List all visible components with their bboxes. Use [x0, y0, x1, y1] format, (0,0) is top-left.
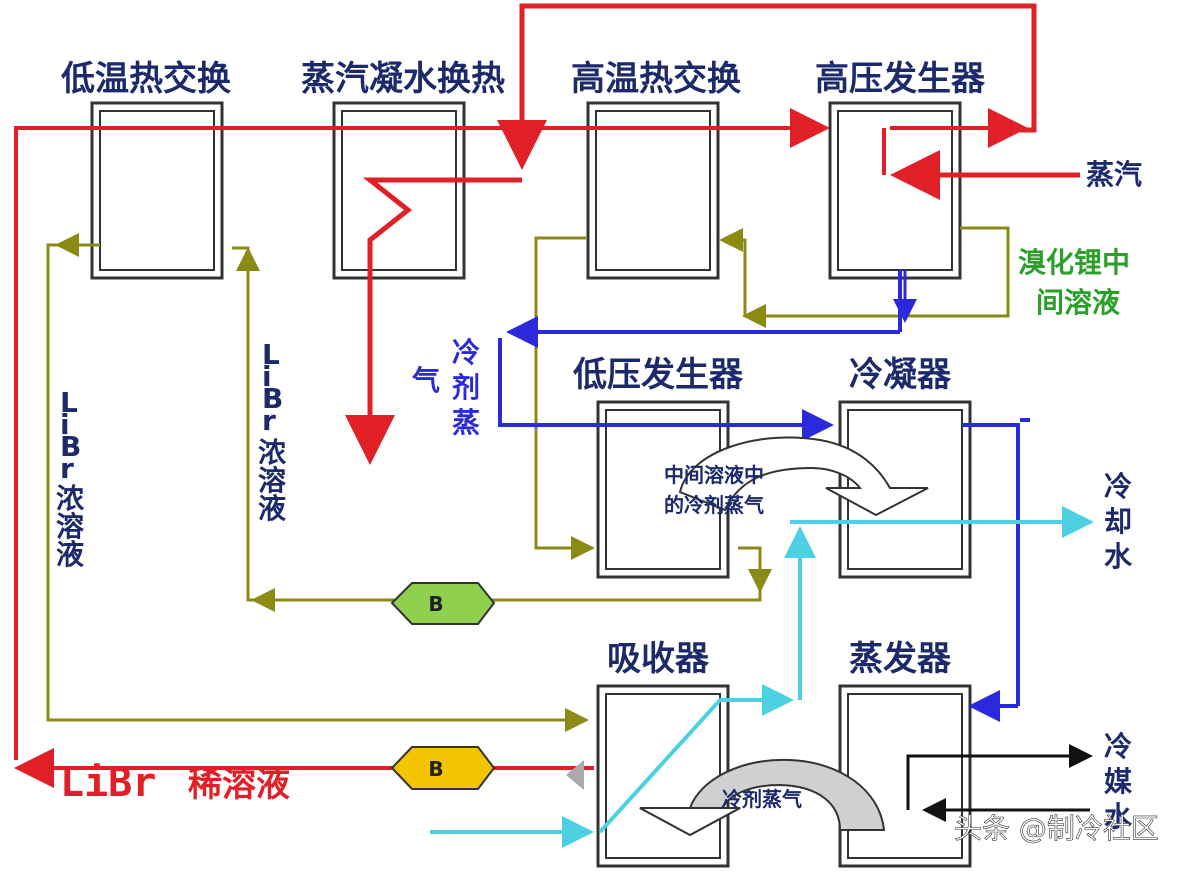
label-ref-vapor-2: 剂: [452, 371, 480, 404]
chilled-water-lines: [906, 744, 1093, 822]
label-libr-dilute-cjk: 稀溶液: [188, 765, 290, 805]
label-evaporator: 蒸发器: [849, 639, 952, 679]
box-low-temp-hx: [90, 101, 224, 280]
pump-top-label: B: [428, 592, 443, 616]
label-chilled-water-3: 水: [1104, 800, 1133, 833]
label-intermediate-2: 间溶液: [1036, 286, 1120, 319]
label-cooling-water-2: 却: [1104, 505, 1132, 538]
steam-lines: [14, 3, 1080, 788]
label-condensate-hx: 蒸汽凝水换热: [301, 59, 505, 99]
libr-left-3: r: [60, 452, 74, 485]
label-libr-dilute-latin: LiBr: [60, 760, 156, 806]
label-absorber: 吸收器: [607, 639, 710, 679]
label-libr-conc-left: L i B r 浓 溶 液: [56, 386, 85, 571]
box-evaporator: [838, 684, 972, 868]
libr-right-4: 浓: [258, 436, 287, 469]
label-low-pressure-gen: 低压发生器: [573, 355, 744, 395]
label-cooling-water-3: 水: [1104, 540, 1133, 573]
label-chilled-water-1: 冷: [1104, 730, 1132, 763]
libr-left-6: 液: [56, 538, 84, 571]
label-steam: 蒸汽: [1086, 158, 1142, 191]
label-high-temp-hx: 高温热交换: [571, 59, 741, 99]
libr-left-1: i: [60, 408, 70, 441]
box-high-temp-hx: [586, 101, 720, 280]
steam-loop: [519, 3, 1037, 160]
red-top-pipe: [14, 108, 830, 760]
pump-bottom: B: [390, 746, 496, 790]
grey-triangle-marker: [566, 760, 584, 790]
watermark: 头条 @制冷社区: [954, 812, 1159, 845]
label-ref-vapor-absorber: 冷剂蒸气: [722, 787, 802, 811]
libr-left-5: 溶: [56, 510, 84, 543]
label-vapor-in-intermediate-1: 中间溶液中: [664, 463, 764, 487]
libr-right-1: i: [262, 360, 272, 393]
libr-left-4: 浓: [56, 482, 85, 515]
box-condensate-hx: [332, 101, 466, 280]
libr-left-0: L: [60, 386, 78, 419]
label-ref-vapor-1: 冷: [452, 336, 480, 369]
label-ref-vapor-qi: 气: [411, 364, 440, 397]
libr-right-0: L: [262, 338, 280, 371]
refrigerant-lines: [498, 270, 1030, 722]
label-chilled-water-2: 媒: [1104, 765, 1133, 798]
label-vapor-in-intermediate-2: 的冷剂蒸气: [664, 493, 764, 517]
solution-lines: [46, 226, 1010, 732]
pump-top: B: [390, 582, 496, 625]
pump-bottom-label: B: [428, 757, 443, 781]
cooling-water-lines: [430, 506, 1094, 848]
label-low-temp-hx: 低温热交换: [61, 59, 231, 99]
libr-right-3: r: [262, 404, 276, 437]
label-high-pressure-gen: 高压发生器: [815, 59, 986, 99]
label-intermediate-1: 溴化锂中: [1018, 246, 1130, 279]
libr-right-6: 液: [258, 492, 286, 525]
label-libr-conc-right: L i B r 浓 溶 液: [258, 338, 287, 525]
vapor-arrow-upper: [678, 436, 929, 517]
vapor-arrow-lower: [639, 758, 886, 837]
libr-left-2: B: [60, 430, 81, 463]
label-ref-vapor-3: 蒸: [452, 406, 480, 439]
libr-right-2: B: [262, 382, 283, 415]
libr-right-5: 溶: [258, 464, 286, 497]
label-cooling-water-1: 冷: [1104, 470, 1132, 503]
label-condenser: 冷凝器: [849, 355, 952, 395]
